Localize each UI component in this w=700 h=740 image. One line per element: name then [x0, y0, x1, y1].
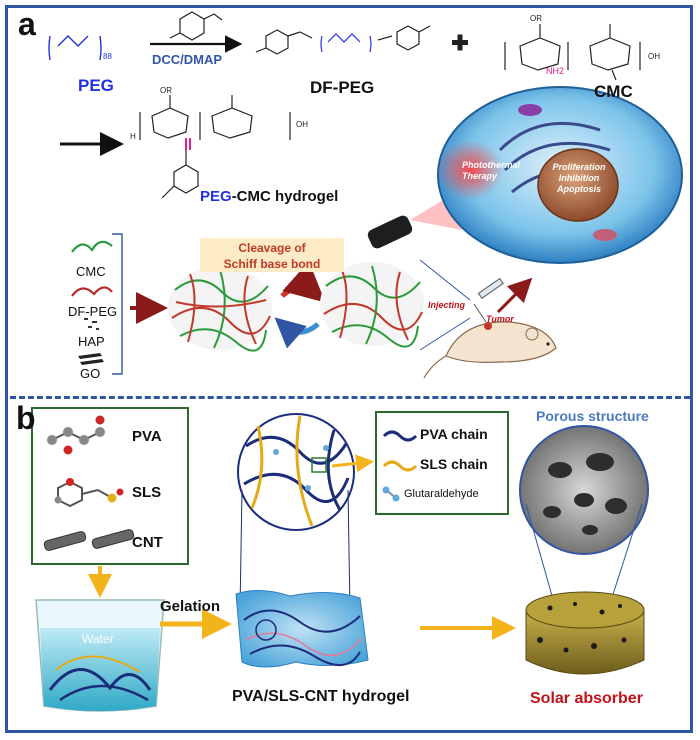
- cmc-label: CMC: [594, 82, 633, 101]
- hydrogel-or-label: OR: [160, 86, 172, 95]
- sls-molecule-icon: [54, 478, 124, 508]
- hydrogel-h-label: H: [130, 132, 136, 141]
- legend-glutaraldehyde: Glutaraldehyde: [404, 488, 479, 500]
- cnt-tubes-icon: [43, 529, 135, 551]
- legend-sls-chain: SLS chain: [420, 456, 488, 472]
- solar-absorber-label: Solar absorber: [530, 690, 643, 707]
- hydrogel-label: PEG-CMC hydrogel: [200, 188, 338, 205]
- cmc-oh-label: OH: [648, 52, 660, 61]
- hydrogel-oh-label: OH: [296, 120, 308, 129]
- plus-sign: [452, 34, 468, 51]
- tumor-cell-illustration: [436, 86, 683, 264]
- cleavage-box: Cleavage of Schiff base bond: [200, 238, 344, 272]
- component-dfpeg: DF-PEG: [68, 304, 118, 319]
- legend-pva-chain: PVA chain: [420, 426, 488, 442]
- component-cnt: CNT: [132, 534, 163, 551]
- legend-glutaraldehyde-swatch: [382, 486, 400, 502]
- zoom-guide-right: [347, 489, 351, 611]
- porous-sem-circle: [519, 425, 649, 555]
- legend-pva-swatch: [382, 430, 418, 442]
- go-sheets-icon: [78, 353, 104, 365]
- cell-effect-line-2: Inhibition: [558, 173, 600, 183]
- cell-effect-line-3: Apoptosis: [557, 184, 601, 194]
- sem-guide-right: [607, 503, 643, 611]
- component-go: GO: [80, 366, 101, 381]
- components-bracket-a: [112, 233, 123, 375]
- hydrogel-structure: [139, 95, 291, 199]
- peg-structure: [48, 35, 102, 61]
- panel-b-letter: b: [16, 400, 36, 436]
- component-pva: PVA: [132, 428, 162, 445]
- figure-frame: [5, 5, 693, 733]
- component-hap: HAP: [78, 334, 105, 349]
- cell-effect-line-1: Proliferation: [552, 162, 606, 172]
- solar-absorber-cylinder: [525, 591, 645, 675]
- gelation-label: Gelation: [160, 598, 221, 615]
- peg-label: PEG: [78, 76, 114, 95]
- component-cmc: CMC: [76, 264, 106, 279]
- dfpeg-structure: [255, 25, 431, 55]
- reagent-label: DCC/DMAP: [152, 52, 223, 67]
- zoom-guide-left: [239, 489, 243, 611]
- cleavage-line-2: Schiff base bond: [223, 257, 321, 271]
- pva-molecule-icon: [47, 415, 105, 455]
- mouse-illustration: [423, 321, 557, 379]
- hydrogel-slab: [235, 590, 369, 668]
- cycle-arrow-back: [274, 317, 320, 349]
- tumor-label: Tumor: [486, 314, 514, 324]
- hydrogel-label-suffix: -CMC hydrogel: [231, 188, 339, 205]
- panel-divider: [10, 396, 690, 399]
- mouse-to-cell-arrow: [496, 277, 533, 314]
- panel-a-letter: a: [18, 6, 36, 42]
- component-sls: SLS: [132, 484, 162, 501]
- hydrogel-network-2: [320, 262, 424, 348]
- cell-effect-label: Proliferation Inhibition Apoptosis: [548, 162, 610, 195]
- cmc-nh2-label: NH2: [546, 66, 565, 76]
- porous-sem-pores: [543, 453, 627, 535]
- peg-subscript: 88: [103, 52, 112, 61]
- cleavage-line-1: Cleavage of: [238, 241, 306, 255]
- guide-line-1: [419, 259, 471, 301]
- injecting-label: Injecting: [428, 300, 466, 310]
- cmc-or-label: OR: [530, 14, 542, 23]
- beaker-illustration: [35, 599, 165, 712]
- hydrogel-b-label: PVA/SLS-CNT hydrogel: [232, 688, 410, 705]
- network-zoom-circle: [237, 413, 355, 531]
- hydrogel-label-prefix: PEG: [200, 188, 232, 205]
- terephthalaldehyde-structure: [169, 11, 223, 41]
- syringe-icon: [473, 277, 504, 323]
- cmc-chain-icon: [71, 240, 113, 253]
- cmc-structure: [504, 24, 641, 81]
- guide-line-2: [419, 317, 471, 351]
- dfpeg-label: DF-PEG: [310, 78, 375, 97]
- dfpeg-chain-icon: [71, 286, 113, 297]
- cycle-arrow-forward: [280, 261, 326, 303]
- water-label: Water: [82, 632, 114, 646]
- sem-guide-left: [525, 503, 557, 611]
- hap-particles-icon: [84, 318, 99, 330]
- zoom-to-legend-arrow: [331, 454, 374, 473]
- porous-structure-label: Porous structure: [536, 408, 649, 424]
- legend-sls-swatch: [382, 460, 418, 472]
- photothermal-label: Photothermal Therapy: [462, 160, 521, 181]
- hydrogel-network-1: [168, 266, 272, 352]
- network-zoom-chains: [243, 415, 350, 527]
